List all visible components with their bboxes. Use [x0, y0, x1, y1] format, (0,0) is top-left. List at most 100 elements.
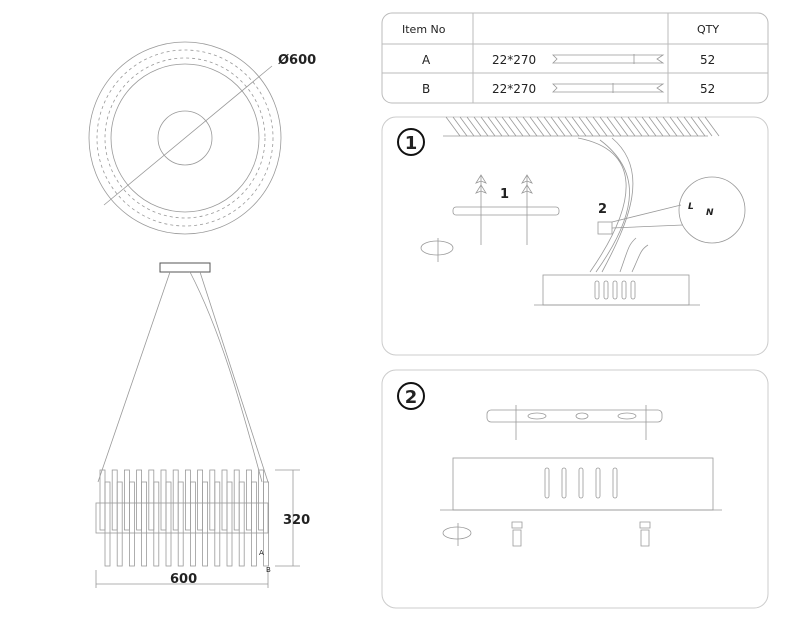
rotate-icon: [442, 526, 472, 540]
hatch-line: [683, 116, 699, 137]
nut-icon: [511, 521, 523, 547]
crystal-rod: [197, 469, 204, 531]
crystal-rod: [214, 481, 221, 567]
hatch-line: [494, 116, 510, 137]
hatch-line: [578, 116, 594, 137]
row-item: B: [422, 82, 430, 96]
rotate-icon: [420, 240, 454, 256]
power-wires: [577, 137, 634, 273]
crystal-rod: [165, 481, 172, 567]
crystal-rod: [238, 481, 245, 567]
top-view: Ø600: [88, 41, 316, 235]
crystal-rod: [245, 469, 252, 531]
row-qty: 52: [700, 53, 715, 67]
hatch-line: [704, 116, 720, 137]
wire-label: 2: [598, 202, 607, 217]
hatch-line: [522, 116, 538, 137]
hatch-line: [613, 116, 629, 137]
terminal-detail: [678, 176, 746, 244]
hatch-line: [473, 116, 489, 137]
crystal-rod: [153, 481, 160, 567]
mounting-bracket: [452, 206, 560, 216]
ceiling-hatch: [445, 116, 720, 137]
nut-icon: [639, 521, 651, 547]
crystal-rod: [104, 481, 111, 567]
header-item-no: Item No: [402, 23, 446, 36]
mount-label: 1: [500, 187, 509, 202]
crystal-rod: [124, 469, 130, 531]
marker-a: A: [259, 549, 264, 557]
hatch-line: [536, 116, 552, 137]
table-row: B 22*270 52: [422, 82, 715, 96]
hatch-line: [585, 116, 601, 137]
hatch-line: [557, 116, 573, 137]
lamp-base: [542, 274, 690, 306]
vent-slot: [612, 467, 618, 499]
row-size: 22*270: [492, 53, 536, 67]
vent-slot: [621, 280, 627, 300]
hatch-line: [515, 116, 531, 137]
hatch-line: [676, 116, 692, 137]
crystal-rod: [263, 481, 270, 567]
hatch-line: [466, 116, 482, 137]
step-2-panel: 2: [381, 369, 769, 609]
side-view: 320 600 A B: [95, 262, 310, 588]
diameter-label: Ø600: [278, 53, 316, 68]
parts-table: Item No QTY A 22*270 52 B 22*270 52: [381, 12, 769, 104]
crystal-rod: [148, 469, 155, 531]
crystal-rod: [226, 481, 233, 567]
hatch-line: [543, 116, 559, 137]
row-size: 22*270: [492, 82, 536, 96]
vent-slot: [630, 280, 636, 300]
vent-slot: [603, 280, 609, 300]
crystal-rod: [233, 469, 240, 531]
hatch-line: [606, 116, 622, 137]
hatch-line: [634, 116, 650, 137]
crystal-rod: [250, 481, 257, 567]
canopy: [159, 262, 211, 273]
terminal-n: N: [706, 208, 714, 218]
hatch-line: [571, 116, 587, 137]
vent-slot: [612, 280, 618, 300]
step-1-badge: [397, 128, 425, 156]
crystal-rod: [202, 481, 209, 567]
row-qty: 52: [700, 82, 715, 96]
hatch-line: [564, 116, 580, 137]
hatch-line: [627, 116, 643, 137]
crystal-rod: [189, 481, 196, 567]
crystal-rod: [111, 469, 118, 531]
hatch-line: [550, 116, 566, 137]
hatch-line: [697, 116, 713, 137]
crystal-rod: [99, 469, 106, 531]
hatch-line: [669, 116, 685, 137]
crystal-rod: [116, 481, 123, 567]
crystal-rod: [221, 469, 228, 531]
table-row: A 22*270 52: [422, 53, 715, 67]
hatch-line: [592, 116, 608, 137]
crystal-rod: [160, 469, 167, 531]
hatch-line: [641, 116, 657, 137]
marker-b: B: [266, 566, 271, 574]
step-1-number: 1: [405, 133, 418, 154]
crystal-rod: [172, 469, 179, 531]
crystal-rods: [99, 469, 270, 567]
hatch-line: [690, 116, 706, 137]
step-2-badge: [397, 382, 425, 410]
hatch-line: [487, 116, 503, 137]
hatch-line: [459, 116, 475, 137]
vent-slot: [544, 467, 550, 499]
crystal-rod: [128, 481, 135, 567]
vent-slot: [561, 467, 567, 499]
hatch-line: [501, 116, 517, 137]
hatch-line: [529, 116, 545, 137]
height-label: 320: [283, 513, 310, 528]
hatch-line: [662, 116, 678, 137]
crystal-rod: [141, 481, 148, 567]
hatch-line: [452, 116, 468, 137]
diameter-line: [103, 65, 273, 206]
terminal-l: L: [688, 202, 694, 212]
hatch-line: [648, 116, 664, 137]
vent-slot: [595, 467, 601, 499]
mounting-bracket: [486, 409, 663, 423]
